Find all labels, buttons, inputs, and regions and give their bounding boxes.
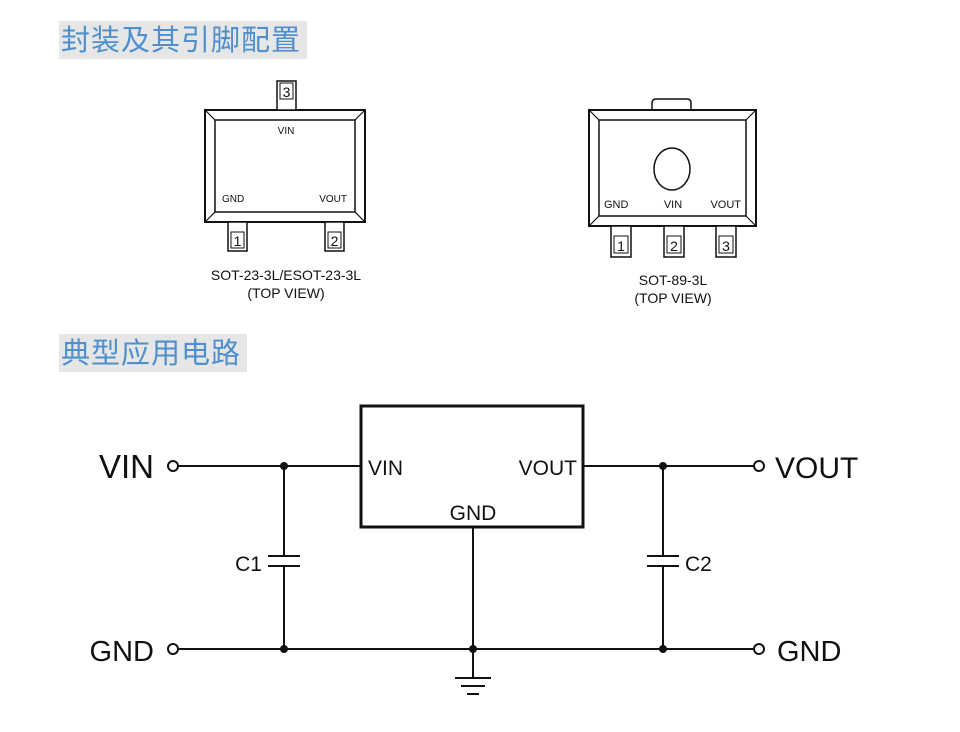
- ground-symbol: [455, 677, 491, 695]
- terminal-circles: [167, 460, 765, 655]
- ic-gnd-pin-label: GND: [450, 502, 497, 525]
- sot89-pin1: [610, 225, 632, 258]
- sot89-package: 1 2 3 GND VIN VOUT SOT-89-3L (TOP VIEW): [588, 98, 757, 306]
- gnd-left-terminal-label: GND: [90, 636, 154, 668]
- c2-label: C2: [685, 553, 712, 576]
- capacitor-c2: [647, 555, 679, 567]
- sot89-pin2-number: 2: [670, 238, 678, 254]
- application-circuit: VIN VOUT GND C1 C2: [90, 404, 858, 695]
- junction-dots: [280, 462, 667, 653]
- ic-vout-pin-label: VOUT: [519, 457, 578, 480]
- sot89-mounting-circle: [653, 147, 691, 191]
- typical-application-heading: 典型应用电路: [59, 334, 248, 372]
- sot89-vin-label: VIN: [664, 199, 682, 211]
- sot89-gnd-label: GND: [604, 199, 629, 211]
- sot89-pin2: [663, 225, 685, 258]
- pin-configuration-heading: 封装及其引脚配置: [59, 21, 308, 59]
- sot23-gnd-label: GND: [222, 194, 244, 205]
- sot89-pin1-number: 1: [617, 238, 625, 254]
- capacitor-c1: [268, 555, 300, 567]
- sot23-caption-name: SOT-23-3L/ESOT-23-3L: [211, 267, 361, 283]
- sot89-caption-name: SOT-89-3L: [639, 272, 708, 288]
- c1-label: C1: [235, 553, 262, 576]
- sot89-tab: [651, 98, 692, 110]
- sot23-pin3: [276, 80, 297, 111]
- sot89-vout-label: VOUT: [710, 199, 741, 211]
- sot23-caption-view: (TOP VIEW): [247, 285, 324, 301]
- vout-terminal-label: VOUT: [775, 452, 858, 485]
- sot89-pin3-number: 3: [722, 238, 730, 254]
- sot23-pin2: [324, 221, 345, 252]
- vin-terminal-label: VIN: [99, 448, 154, 485]
- sot89-pin3: [715, 225, 737, 258]
- gnd-right-terminal-label: GND: [777, 636, 841, 668]
- sot89-caption-view: (TOP VIEW): [634, 290, 711, 306]
- sot23-package: 3 1 2 VIN GND VOUT SOT-23-3L/ESOT-23-3L …: [204, 80, 366, 301]
- sot23-pin3-number: 3: [283, 84, 291, 100]
- sot23-vin-label: VIN: [278, 126, 295, 137]
- ic-vin-pin-label: VIN: [368, 457, 403, 480]
- sot23-vout-label: VOUT: [319, 194, 347, 205]
- sot23-pin1-number: 1: [234, 233, 242, 249]
- circuit-wires: [178, 465, 754, 678]
- sot23-pin1: [227, 221, 248, 252]
- sot23-pin2-number: 2: [331, 233, 339, 249]
- sot23-body-inner: [214, 119, 356, 213]
- sot89-body-inner: [598, 119, 747, 217]
